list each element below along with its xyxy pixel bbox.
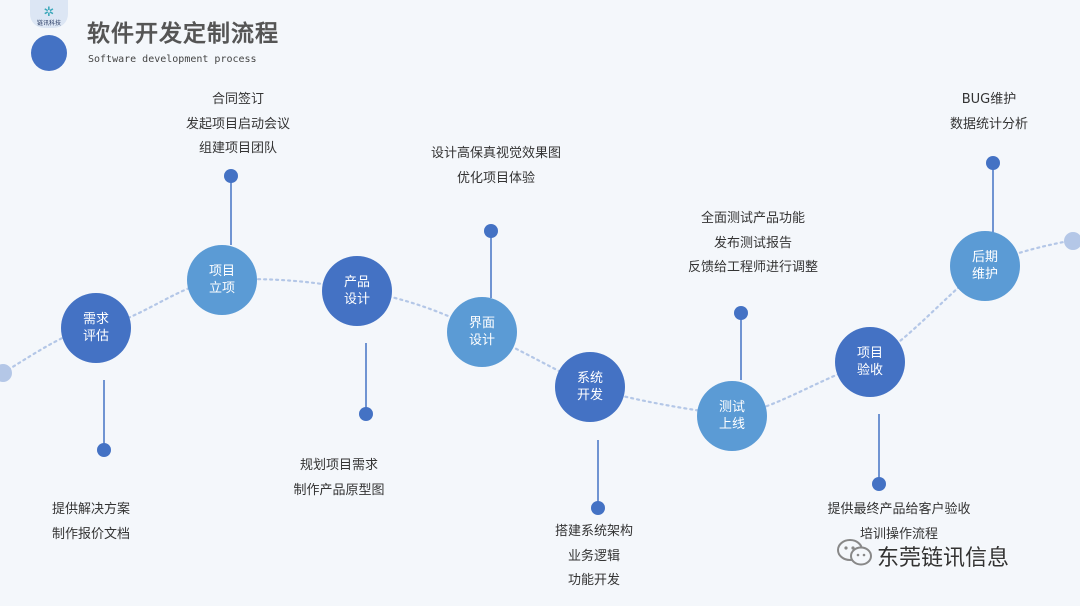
step-note: 发布测试报告	[713, 235, 792, 251]
step-node-acceptance: 项目 验收	[835, 327, 905, 397]
step-notes-system-development: 搭建系统架构 业务逻辑 功能开发	[474, 520, 714, 594]
step-note: 功能开发	[567, 573, 620, 588]
step-note: 提供最终产品给客户验收	[827, 502, 971, 517]
step-node-needs-assessment: 需求 评估	[61, 293, 131, 363]
step-node-system-development: 系统 开发	[555, 352, 625, 422]
step-notes-product-design: 规划项目需求 制作产品原型图	[219, 454, 459, 503]
step-notes-needs-assessment: 提供解决方案 制作报价文档	[0, 498, 211, 547]
step-note: 制作产品原型图	[293, 482, 385, 498]
step-notes-ui-design: 设计高保真视觉效果图 优化项目体验	[376, 142, 616, 191]
connector-dot	[224, 169, 238, 183]
wechat-icon	[837, 539, 872, 566]
step-node-product-design: 产品 设计	[322, 256, 392, 326]
connector-dot	[359, 407, 373, 421]
connector-dot	[734, 306, 748, 320]
step-node-project-initiation: 项目 立项	[187, 245, 257, 315]
step-note: 设计高保真视觉效果图	[430, 146, 561, 161]
path-end-dot	[1064, 232, 1080, 250]
step-notes-testing-launch: 全面测试产品功能 发布测试报告 反馈给工程师进行调整	[633, 207, 873, 281]
step-note: 组建项目团队	[198, 141, 277, 156]
page-title: 软件开发定制流程	[87, 21, 279, 47]
header-dot	[31, 35, 67, 71]
step-node-ui-design: 界面 设计	[447, 297, 517, 367]
step-note: 反馈给工程师进行调整	[687, 260, 818, 275]
step-note: 数据统计分析	[949, 116, 1028, 132]
step-notes-maintenance: BUG维护 数据统计分析	[869, 88, 1080, 137]
step-node-maintenance: 后期 维护	[950, 231, 1020, 301]
step-note: 培训操作流程	[859, 526, 938, 542]
step-note: BUG维护	[961, 92, 1017, 107]
process-path	[1, 238, 1075, 417]
step-note: 发起项目启动会议	[185, 116, 290, 132]
logo-mark-icon: ✲	[43, 5, 55, 20]
step-note: 优化项目体验	[456, 170, 535, 186]
logo-text: 链讯科技	[36, 20, 61, 27]
step-notes-project-initiation: 合同签订 发起项目启动会议 组建项目团队	[118, 88, 358, 162]
watermark-label: 东莞链讯信息	[877, 546, 1010, 571]
company-logo: ✲ 链讯科技	[30, 0, 68, 28]
step-note: 全面测试产品功能	[700, 211, 805, 226]
step-note: 合同签订	[211, 92, 264, 107]
step-note: 业务逻辑	[567, 548, 620, 564]
connector-dot	[97, 443, 111, 457]
connector-dot	[986, 156, 1000, 170]
step-node-testing-launch: 测试 上线	[697, 381, 767, 451]
path-end-dot	[0, 364, 12, 382]
connector-dot	[484, 224, 498, 238]
step-note: 规划项目需求	[299, 458, 378, 473]
step-note: 制作报价文档	[51, 526, 130, 542]
step-notes-acceptance: 提供最终产品给客户验收 培训操作流程	[779, 498, 1019, 547]
connector-dot	[872, 477, 886, 491]
step-note: 提供解决方案	[51, 502, 130, 517]
connector-dot	[591, 501, 605, 515]
page-subtitle: Software development process	[88, 54, 257, 65]
connectors	[97, 156, 1000, 515]
step-note: 搭建系统架构	[554, 524, 633, 539]
